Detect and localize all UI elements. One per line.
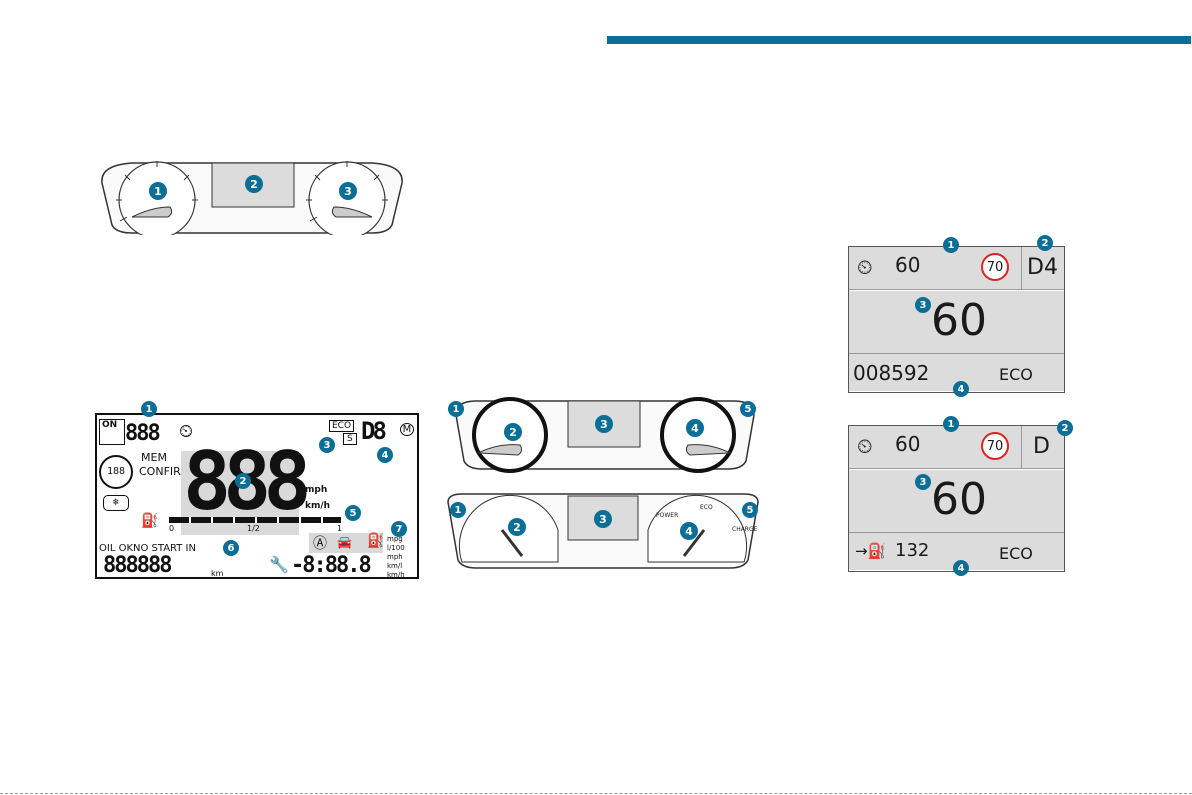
- badge-3: 3: [594, 510, 612, 528]
- cons-unit-mpg: mpg: [387, 535, 403, 544]
- badge-5: 5: [742, 502, 758, 518]
- badge-2: 2: [508, 518, 526, 536]
- analog-cluster-top: 1 2 3: [92, 155, 412, 235]
- badge-2: 2: [1037, 235, 1053, 251]
- badge-6: 6: [223, 540, 239, 556]
- m-label: M: [400, 423, 414, 436]
- current-speed: 60: [931, 295, 987, 346]
- badge-4: 4: [686, 419, 704, 437]
- badge-1: 1: [943, 237, 959, 253]
- odometer: 008592: [853, 361, 929, 385]
- eco-indicator: ECO: [999, 365, 1033, 384]
- analog-cluster-outline: [92, 155, 412, 235]
- cruise-speed: 60: [895, 432, 920, 456]
- gear-indicator: D4: [1027, 255, 1058, 280]
- consumption-digits: -8:88.8: [291, 553, 370, 578]
- gauge-cluster-mid: 1 2 3 4 5: [448, 395, 762, 475]
- on-label: ON: [102, 420, 117, 430]
- badge-2: 2: [245, 175, 263, 193]
- charge-label: CHARGE: [732, 526, 757, 533]
- badge-2: 2: [1057, 420, 1073, 436]
- badge-5: 5: [345, 505, 361, 521]
- gauge-cluster-mid-outline: [448, 395, 762, 475]
- cruise-control-icon: ⏲: [857, 434, 873, 458]
- speed-unit-mph: mph: [305, 485, 327, 495]
- power-label: POWER: [656, 512, 678, 519]
- cruise-speed: 60: [895, 253, 920, 277]
- badge-3: 3: [319, 437, 335, 453]
- display-panel-2: ⏲ 60 70 D 60 →⛽ 132 ECO 1 2 3 4: [848, 425, 1065, 572]
- odometer-digits: 888888: [103, 553, 170, 578]
- auto-stop-icon: Ⓐ: [313, 533, 327, 553]
- gear-digits: D8: [361, 417, 384, 445]
- fuel-scale-half: 1/2: [247, 524, 260, 533]
- badge-1: 1: [450, 502, 466, 518]
- badge-1: 1: [141, 401, 157, 417]
- speed-limit-sign: 70: [981, 253, 1009, 281]
- wrench-icon: 🔧: [269, 555, 289, 574]
- fuel-icon: ⛽: [367, 533, 384, 549]
- fuel-gauge-bar: [169, 517, 341, 523]
- cons-unit-l100: l/100: [387, 544, 405, 553]
- current-speed: 60: [931, 474, 987, 525]
- display-panel-1: ⏲ 60 70 D4 60 008592 ECO 1 2 3 4: [848, 246, 1065, 393]
- snowflake-icon: ❄: [103, 495, 129, 511]
- badge-4: 4: [953, 560, 969, 576]
- eco-label: ECO: [700, 504, 713, 511]
- speed-limit-icon: 188: [99, 455, 133, 489]
- mem-label: MEM: [141, 451, 167, 464]
- badge-1: 1: [448, 401, 464, 417]
- cons-unit-kml: km/l: [387, 562, 402, 571]
- cons-unit-mph: mph: [387, 553, 403, 562]
- badge-4: 4: [377, 447, 393, 463]
- speed-limit-sign: 70: [981, 432, 1009, 460]
- eco-indicator: ECO: [999, 544, 1033, 563]
- eco-label: ECO: [329, 420, 354, 432]
- badge-1: 1: [149, 182, 167, 200]
- gauge-cluster-low-outline: [442, 490, 764, 570]
- fuel-scale-1: 1: [337, 524, 342, 533]
- badge-4: 4: [953, 381, 969, 397]
- gauge-cluster-low: 1 2 3 4 5 POWER ECO CHARGE: [442, 490, 764, 570]
- badge-2: 2: [504, 423, 522, 441]
- range-fuel-icon: →⛽: [855, 542, 886, 560]
- fuel-pump-icon: ⛽: [141, 513, 158, 529]
- header-accent-bar: [607, 36, 1191, 44]
- car-icon: 🚘: [337, 535, 352, 549]
- range-value: 132: [895, 540, 929, 561]
- badge-3: 3: [339, 182, 357, 200]
- badge-1: 1: [943, 416, 959, 432]
- fuel-scale-0: 0: [169, 524, 174, 533]
- badge-3: 3: [915, 297, 931, 313]
- gear-indicator: D: [1033, 434, 1050, 459]
- cruise-control-icon: ⏲: [857, 255, 873, 279]
- s-label: S: [343, 433, 357, 445]
- badge-5: 5: [740, 401, 756, 417]
- badge-3: 3: [595, 415, 613, 433]
- cons-unit-kmh: km/h: [387, 571, 405, 580]
- badge-3: 3: [915, 474, 931, 490]
- badge-4: 4: [680, 522, 698, 540]
- lcd-small-digits: 888: [125, 421, 159, 446]
- speed-unit-kmh: km/h: [305, 501, 330, 511]
- lcd-cluster: ON 888 ⏲ 1 188 ❄ MEM CONFIRM 888 2 mph k…: [95, 413, 419, 579]
- badge-2: 2: [235, 473, 251, 489]
- odometer-unit: km: [211, 569, 223, 578]
